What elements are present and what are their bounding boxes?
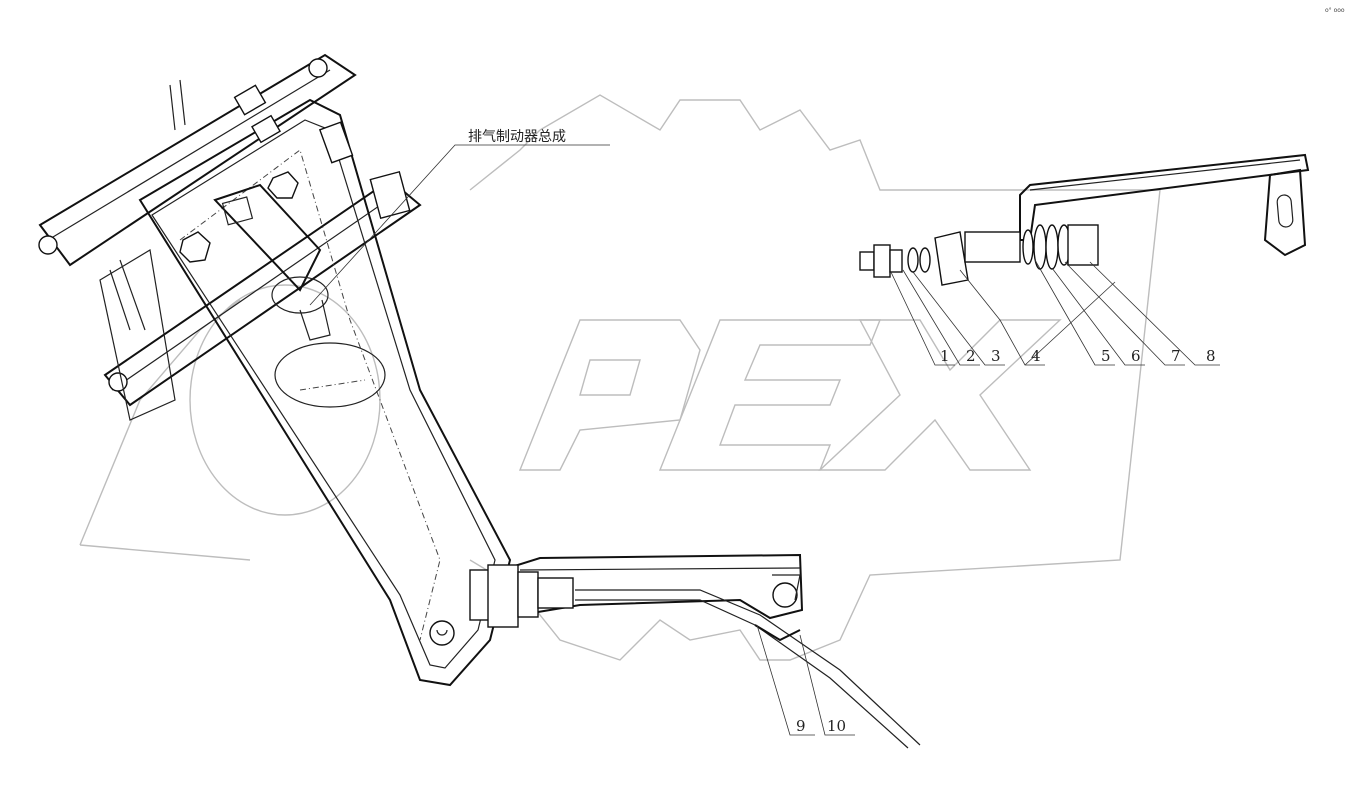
bracket-bolt-stack xyxy=(859,153,1310,286)
part-number-2: 2 xyxy=(966,347,976,365)
corner-mark: o° ooo xyxy=(1325,7,1345,14)
part-number-3: 3 xyxy=(991,347,1001,365)
assembly-label: 排气制动器总成 xyxy=(468,129,566,145)
cable-and-clip xyxy=(469,553,921,749)
exhaust-brake-assembly xyxy=(38,53,512,687)
part-number-4: 4 xyxy=(1031,347,1041,365)
part-number-9: 9 xyxy=(796,717,806,735)
part-number-5: 5 xyxy=(1101,347,1111,365)
part-number-1: 1 xyxy=(940,347,950,365)
leader-lines xyxy=(309,144,1220,736)
watermark-gear xyxy=(469,94,1161,661)
part-number-labels: 1 2 3 4 5 6 7 8 9 10 xyxy=(796,347,1216,735)
watermark-opex xyxy=(79,284,1062,561)
part-number-6: 6 xyxy=(1131,347,1141,365)
part-number-10: 10 xyxy=(827,717,846,735)
part-number-7: 7 xyxy=(1171,347,1181,365)
part-number-8: 8 xyxy=(1206,347,1216,365)
